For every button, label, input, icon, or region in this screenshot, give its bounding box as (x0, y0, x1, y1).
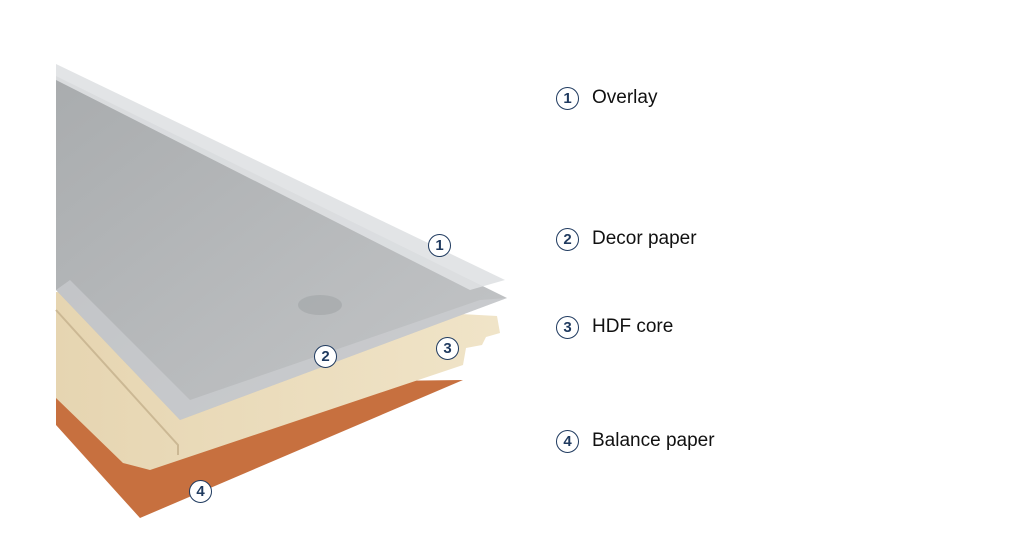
legend-item-overlay: 1 Overlay (556, 84, 657, 112)
number-badge: 1 (556, 86, 579, 110)
overlay-layer (56, 64, 505, 290)
legend-label: HDF core (592, 316, 674, 337)
callout-overlay: 1 (428, 234, 451, 257)
callout-decor-paper: 2 (314, 345, 337, 368)
legend-item-decor-paper: 2 Decor paper (556, 225, 697, 253)
number-badge: 3 (556, 315, 579, 339)
wood-knot (298, 295, 342, 315)
legend-item-balance-paper: 4 Balance paper (556, 427, 715, 455)
callout-hdf-core: 3 (436, 337, 459, 360)
callout-balance-paper: 4 (189, 480, 212, 503)
hdf-core-groove (55, 309, 179, 455)
number-badge: 4 (556, 429, 579, 453)
decor-paper-border (56, 280, 507, 420)
legend-label: Overlay (592, 87, 658, 108)
legend-label: Decor paper (592, 228, 697, 249)
legend-item-hdf-core: 3 HDF core (556, 313, 673, 341)
legend-label: Balance paper (592, 430, 715, 451)
number-badge: 2 (556, 227, 579, 251)
